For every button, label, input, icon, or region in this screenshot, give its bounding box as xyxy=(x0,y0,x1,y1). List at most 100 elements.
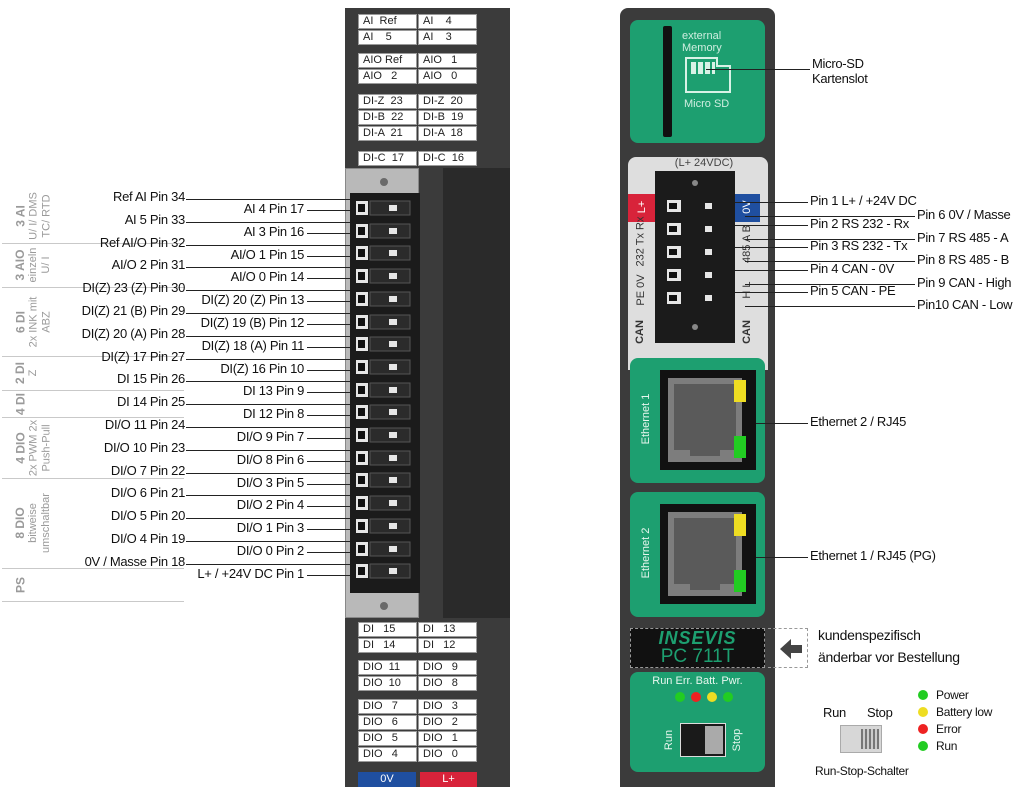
sd-callout: Micro-SD Kartenslot xyxy=(812,56,868,86)
bottom-table-cell: DI 12 xyxy=(418,638,477,653)
power-right-line xyxy=(745,283,915,285)
bottom-table-cell: DIO 8 xyxy=(418,676,477,691)
brand-plate xyxy=(630,628,765,668)
power-right-line xyxy=(745,261,915,263)
right-pin-label: DI/O 8 Pin 6 xyxy=(236,451,305,467)
left-pin-line xyxy=(186,495,350,497)
left-pin-label: DI/O 11 Pin 24 xyxy=(104,417,185,432)
right-pin-label: DI(Z) 16 Pin 10 xyxy=(220,360,304,376)
group-divider xyxy=(2,568,184,569)
left-pin-line xyxy=(186,427,350,428)
status-panel xyxy=(630,672,765,772)
group-divider xyxy=(2,478,184,479)
power-plug-right-blue xyxy=(733,194,760,222)
right-pin-line xyxy=(307,483,350,485)
right-pin-line xyxy=(307,460,350,462)
right-pin-line xyxy=(307,574,350,576)
left-pin-line xyxy=(186,267,350,269)
left-pin-label: DI(Z) 23 (Z) Pin 30 xyxy=(82,280,185,296)
top-table-cell: DI-B 22 xyxy=(358,110,417,125)
ethernet-jack[interactable] xyxy=(660,370,756,470)
left-pin-line xyxy=(186,381,350,383)
ethernet-callout: Ethernet 1 / RJ45 (PG) xyxy=(810,548,936,563)
left-pin-line xyxy=(186,563,350,565)
sd-card-slot[interactable] xyxy=(663,26,672,137)
terminal-slot xyxy=(354,517,414,534)
power-rs485-text: 485 A B xyxy=(741,225,753,263)
legend-switch-icon xyxy=(840,725,882,753)
power-left-label: Pin 1 L+ / +24V DC xyxy=(810,193,917,208)
right-pin-label: DI/O 3 Pin 5 xyxy=(236,474,305,490)
power-right-label: Pin 7 RS 485 - A xyxy=(917,229,1009,245)
right-pin-label: AI/O 1 Pin 15 xyxy=(230,246,305,262)
power-left-line xyxy=(735,224,808,226)
right-pin-label: DI/O 9 Pin 7 xyxy=(236,429,305,444)
left-housing-inner xyxy=(443,168,510,618)
power-plug-left-red xyxy=(628,194,655,222)
group-divider xyxy=(2,390,184,391)
left-pin-label: Ref AI Pin 34 xyxy=(113,189,185,204)
power-pe0v-text: PE 0V xyxy=(635,274,647,306)
ethernet-jack[interactable] xyxy=(660,504,756,604)
power-pin xyxy=(665,268,725,282)
status-led xyxy=(707,692,717,702)
switch-knob[interactable] xyxy=(705,726,723,754)
power-pin xyxy=(665,291,725,305)
right-pin-label: DI(Z) 20 (Z) Pin 13 xyxy=(201,292,304,308)
power-plug-hole-top xyxy=(692,180,698,186)
left-pin-label: AI/O 2 Pin 31 xyxy=(111,257,186,273)
ethernet-callout-line xyxy=(756,557,808,558)
power-right-label: Pin10 CAN - Low xyxy=(917,297,1013,313)
terminal-slot xyxy=(354,426,414,443)
left-pin-label: 0V / Masse Pin 18 xyxy=(84,553,186,569)
right-pin-line xyxy=(307,232,350,234)
bottom-table-cell: DI 14 xyxy=(358,638,417,653)
power-left-label: Pin 3 RS 232 - Tx xyxy=(810,238,908,253)
top-table-cell: DI-C 16 xyxy=(418,151,477,166)
top-table-cell: AI 3 xyxy=(418,30,477,45)
brand-note-line1: kundenspezifisch xyxy=(818,627,921,643)
top-table-cell: DI-A 21 xyxy=(358,126,417,141)
run-stop-switch[interactable] xyxy=(680,723,726,757)
power-left-line xyxy=(735,269,808,271)
arrow-left-icon xyxy=(778,637,804,666)
left-pin-label: DI(Z) 21 (B) Pin 29 xyxy=(81,303,186,318)
right-pin-line xyxy=(307,210,350,211)
left-pin-line xyxy=(186,518,350,520)
status-led xyxy=(691,692,701,702)
right-pin-line xyxy=(307,552,350,553)
ethernet-port-label: Ethernet 1 xyxy=(640,393,652,445)
power-pin xyxy=(665,199,725,213)
legend-stop-label: Stop xyxy=(867,705,893,720)
zero-v-tag: 0V xyxy=(358,772,416,787)
right-pin-line xyxy=(307,506,350,508)
left-pin-label: DI/O 6 Pin 21 xyxy=(110,485,185,501)
power-pin xyxy=(665,222,725,236)
power-left-line xyxy=(735,202,808,203)
status-led-header: Run Err. Batt. Pwr. xyxy=(652,675,743,687)
terminal-slot xyxy=(354,313,414,329)
terminal-hole-top xyxy=(380,178,388,186)
right-pin-line xyxy=(307,346,350,348)
terminal-slot xyxy=(354,403,414,420)
left-pin-line xyxy=(186,335,350,337)
terminal-slot xyxy=(354,335,414,352)
group-title: 6 DI xyxy=(13,310,27,333)
terminal-slot xyxy=(354,449,414,466)
bottom-table-cell: DIO 0 xyxy=(418,747,477,762)
terminal-slot xyxy=(354,381,414,398)
power-rs232-text: 232 Tx Rx xyxy=(634,216,647,267)
terminal-slot xyxy=(354,471,414,488)
right-pin-label: AI 4 Pin 17 xyxy=(243,201,305,216)
top-table-cell: AI Ref xyxy=(358,14,417,29)
sd-card-icon xyxy=(683,56,733,94)
power-header: (L+ 24VDC) xyxy=(674,157,734,169)
terminal-slot xyxy=(354,290,414,307)
power-plug-hole-bottom xyxy=(692,324,698,330)
right-pin-line xyxy=(307,301,350,303)
right-pin-label: DI/O 1 Pin 3 xyxy=(236,520,305,536)
left-pin-line xyxy=(186,199,350,200)
legend-run-label: Run xyxy=(823,705,846,720)
bottom-table-cell: DIO 9 xyxy=(418,660,477,675)
left-pin-label: DI 15 Pin 26 xyxy=(117,371,185,387)
